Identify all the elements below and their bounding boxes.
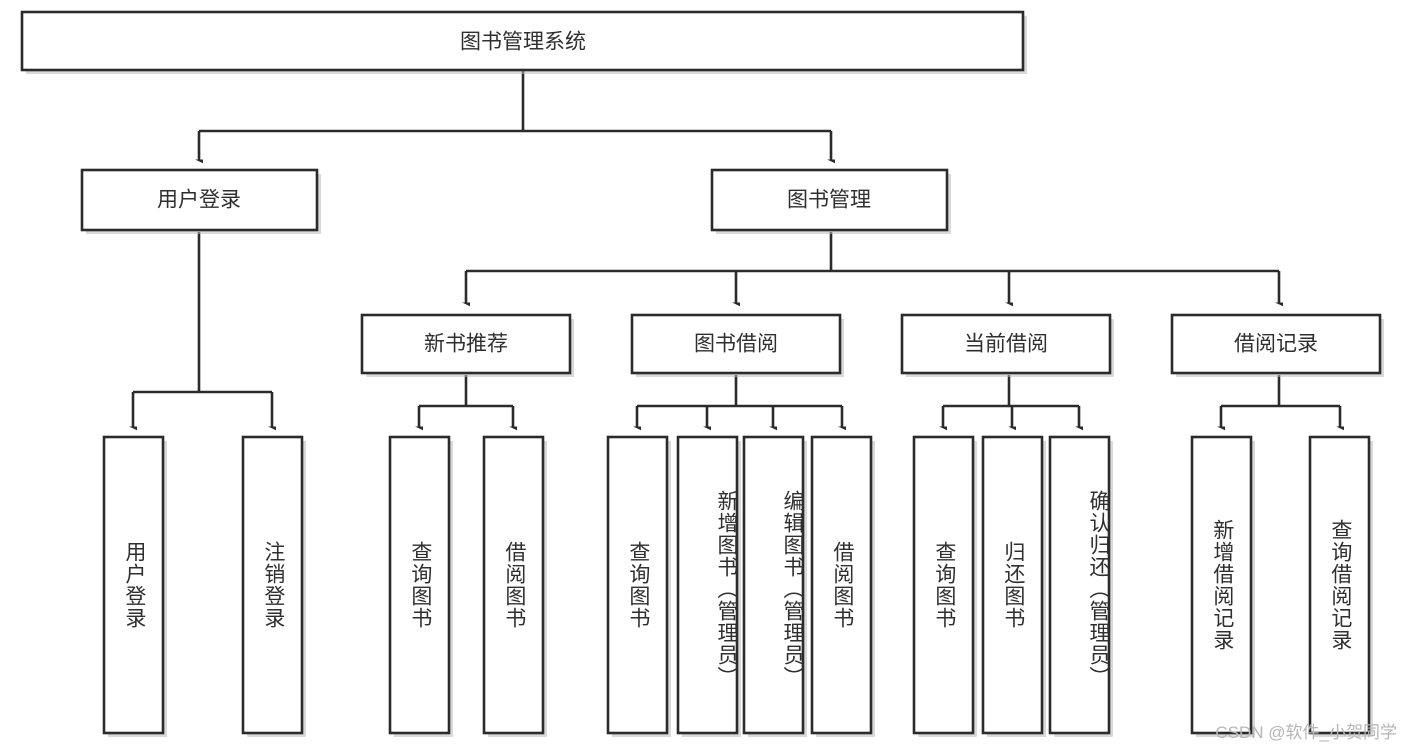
node-book-borrow[interactable]: 图书借阅	[630, 313, 844, 377]
leaf-query-book-1-box	[388, 435, 451, 735]
node-leaf-query-book-3[interactable]	[912, 435, 977, 737]
node-user-login[interactable]: 用户登录	[80, 168, 321, 234]
current-borrow-box	[900, 313, 1112, 375]
node-leaf-query-book-2[interactable]	[606, 435, 671, 737]
node-leaf-user-login[interactable]	[102, 435, 167, 737]
new-book-recommend-label: 新书推荐	[424, 333, 508, 356]
book-manage-label: 图书管理	[787, 189, 871, 212]
node-borrow-record[interactable]: 借阅记录	[1170, 313, 1384, 377]
borrow-record-box	[1170, 313, 1382, 375]
user-login-label: 用户登录	[157, 189, 241, 212]
book-manage-box	[710, 168, 949, 232]
node-leaf-borrow-book-1[interactable]	[482, 435, 547, 737]
node-book-manage[interactable]: 图书管理	[710, 168, 951, 234]
node-leaf-borrow-book-2[interactable]	[810, 435, 875, 737]
leaf-query-book-2-box	[606, 435, 669, 735]
leaf-add-record-box	[1190, 435, 1253, 735]
book-borrow-label: 图书借阅	[694, 333, 778, 356]
leaf-confirm-return-box	[1048, 435, 1111, 735]
borrow-record-label: 借阅记录	[1234, 333, 1318, 356]
node-leaf-confirm-return[interactable]	[1048, 435, 1113, 737]
leaf-edit-book-box	[742, 435, 805, 735]
node-leaf-add-book[interactable]	[676, 435, 741, 737]
leaf-borrow-book-2-box	[810, 435, 873, 735]
connector-group	[133, 70, 1340, 427]
book-borrow-box	[630, 313, 842, 375]
leaf-query-book-3-box	[912, 435, 975, 735]
leaf-borrow-book-1-box	[482, 435, 545, 735]
node-leaf-query-book-1[interactable]	[388, 435, 453, 737]
node-leaf-query-record[interactable]	[1308, 435, 1373, 737]
leaf-query-record-box	[1308, 435, 1371, 735]
root-label: 图书管理系统	[460, 31, 586, 54]
user-login-box	[80, 168, 319, 232]
node-current-borrow[interactable]: 当前借阅	[900, 313, 1114, 377]
node-leaf-add-record[interactable]	[1190, 435, 1255, 737]
node-new-book-recommend[interactable]: 新书推荐	[360, 313, 574, 377]
node-root[interactable]: 图书管理系统	[20, 10, 1027, 74]
leaf-add-book-box	[676, 435, 739, 735]
leaf-return-book-box	[981, 435, 1044, 735]
leaf-user-login-box	[102, 435, 165, 735]
root-box	[20, 10, 1025, 72]
csdn-watermark: CSDN @软件_小贺同学	[1215, 723, 1397, 742]
node-leaf-return-book[interactable]	[981, 435, 1046, 737]
node-leaf-user-logout[interactable]	[241, 435, 306, 737]
leaf-user-logout-box	[241, 435, 304, 735]
current-borrow-label: 当前借阅	[964, 333, 1048, 356]
node-leaf-edit-book[interactable]	[742, 435, 807, 737]
new-book-recommend-box	[360, 313, 572, 375]
